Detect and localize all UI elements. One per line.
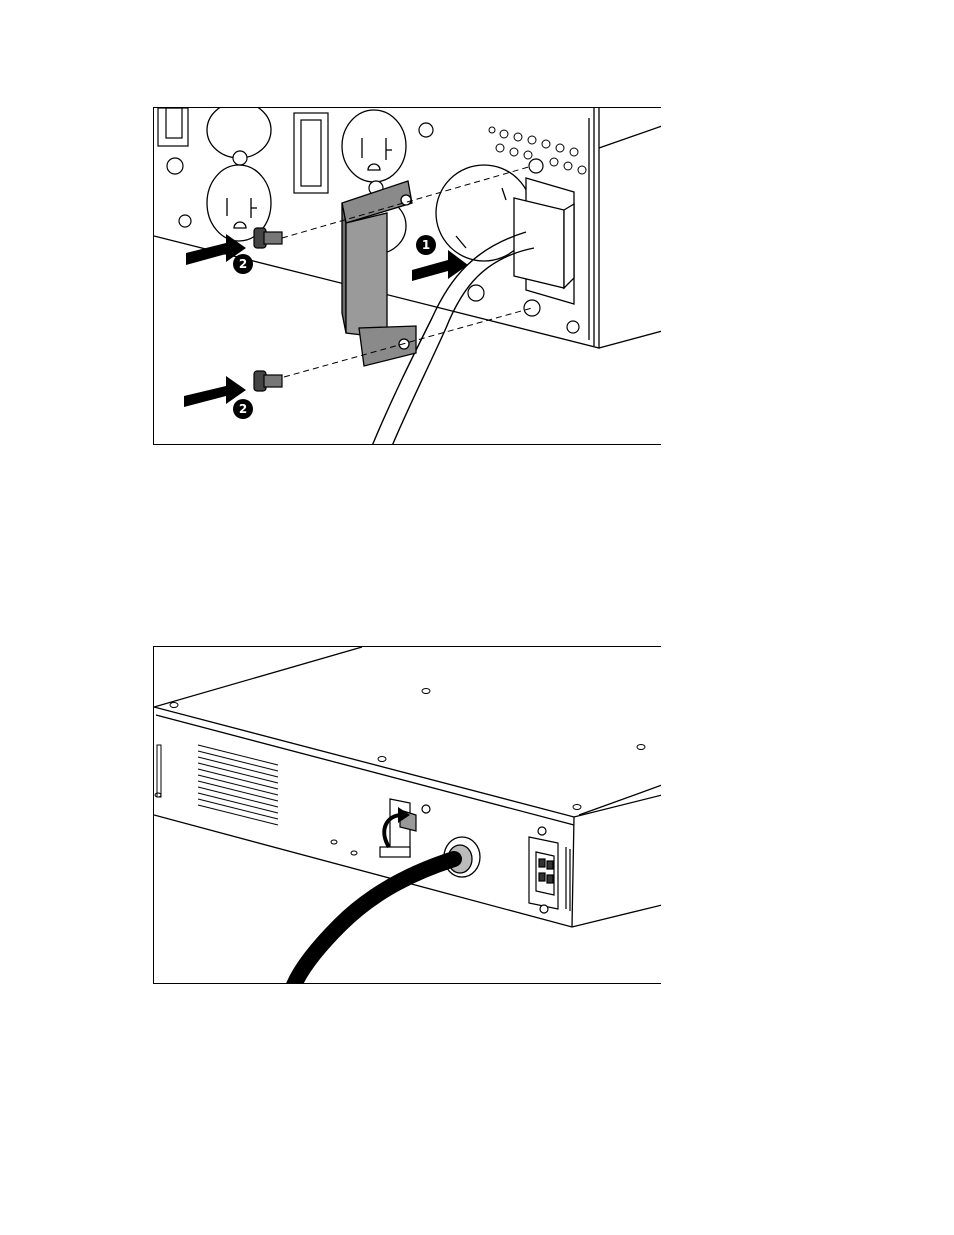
screw-icon [254, 371, 282, 391]
callout-2-upper: 2 [233, 254, 253, 274]
vent-slots [198, 745, 278, 825]
breaker-switch [158, 108, 328, 193]
connector-port [529, 827, 570, 913]
bracket [342, 181, 416, 366]
cord-retention-figure [153, 646, 661, 984]
ups-rear-panel [154, 108, 661, 348]
power-cord [294, 859, 454, 984]
screw-icon [254, 228, 282, 248]
cord-clip [380, 799, 430, 857]
svg-text:2: 2 [239, 257, 247, 271]
svg-text:1: 1 [422, 238, 430, 252]
svg-text:2: 2 [239, 402, 247, 416]
bracket-installation-figure: 1 2 2 [153, 107, 661, 445]
callout-1: 1 [416, 235, 436, 255]
side-slot [157, 745, 161, 797]
callout-2-lower: 2 [233, 399, 253, 419]
input-socket [514, 178, 574, 304]
